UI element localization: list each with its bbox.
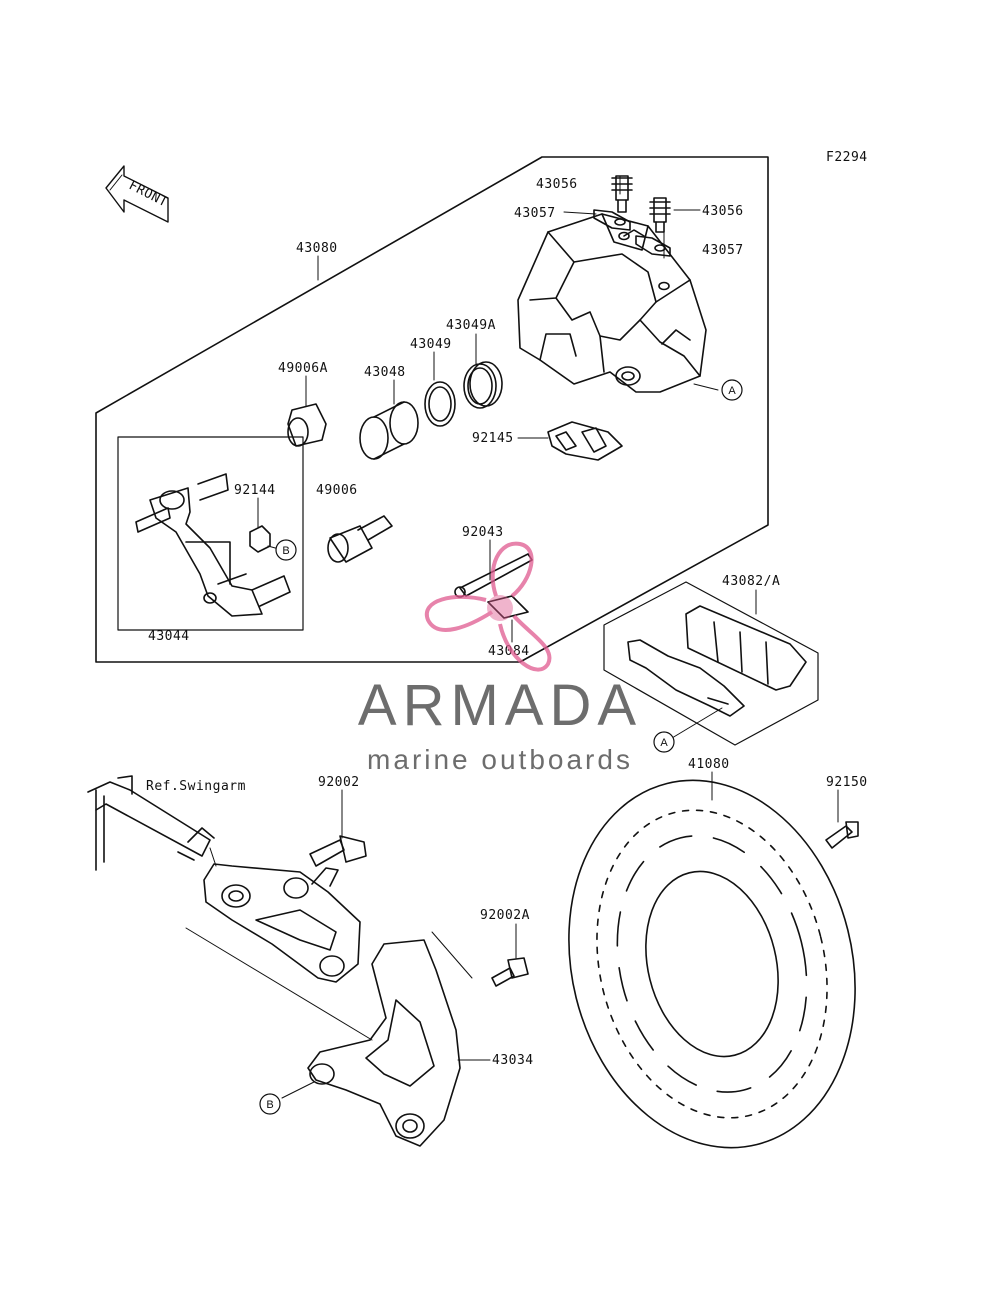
label-92002: 92002 (318, 775, 360, 790)
caliper-bracket (135, 473, 291, 617)
pin-clip (487, 595, 529, 619)
slide-pin-boot (287, 403, 393, 563)
label-92144: 92144 (234, 483, 276, 498)
brake-disc (568, 779, 856, 1149)
callout-circles (259, 379, 743, 1115)
propeller-logo-icon (424, 541, 552, 672)
pad-spring (547, 421, 623, 461)
leader-lines (185, 175, 839, 1099)
pad-set-outline (603, 581, 819, 746)
label-43049A: 43049A (446, 318, 496, 333)
watermark-tagline: marine outboards (367, 744, 633, 775)
front-arrow-icon (105, 165, 169, 223)
callout-b-holder: B (266, 1099, 273, 1111)
brake-pad (627, 605, 807, 717)
label-41080: 41080 (688, 757, 730, 772)
caliper-piston (359, 401, 419, 460)
label-ref-swingarm: Ref.Swingarm (146, 779, 246, 794)
callout-a-caliper: A (728, 385, 736, 397)
swingarm (87, 775, 215, 871)
bolt-92002A (491, 957, 529, 987)
label-43082: 43082/A (722, 574, 780, 589)
label-43034: 43034 (492, 1053, 534, 1068)
label-43080: 43080 (296, 241, 338, 256)
label-49006A: 49006A (278, 361, 328, 376)
label-92145: 92145 (472, 431, 514, 446)
label-43057-a: 43057 (514, 206, 556, 221)
front-label: FRONT (126, 178, 170, 210)
label-49006: 49006 (316, 483, 358, 498)
label-43056-b: 43056 (702, 204, 744, 219)
bolt-92002 (309, 835, 367, 887)
rubber-block (249, 525, 271, 553)
watermark-brand: ARMADA (357, 673, 643, 738)
caliper-holder-43034 (307, 939, 461, 1147)
label-92150: 92150 (826, 775, 868, 790)
label-92043: 92043 (462, 525, 504, 540)
assembly-outline-43080 (95, 156, 769, 663)
label-43057-b: 43057 (702, 243, 744, 258)
disc-bolt (825, 821, 859, 849)
label-43048: 43048 (364, 365, 406, 380)
bleeder-cap (593, 209, 671, 257)
label-43056-a: 43056 (536, 177, 578, 192)
label-43084: 43084 (488, 644, 530, 659)
bleeder-valve (611, 175, 671, 233)
label-43049: 43049 (410, 337, 452, 352)
label-92002A: 92002A (480, 908, 530, 923)
figure-code: F2294 (826, 150, 868, 165)
callout-b-bracket: B (282, 545, 289, 557)
caliper-body (517, 213, 707, 393)
callout-a-pads: A (660, 737, 668, 749)
label-43044: 43044 (148, 629, 190, 644)
assembly-outline-43044 (117, 436, 304, 631)
piston-seal (424, 361, 503, 427)
bracket-plate (203, 863, 361, 983)
